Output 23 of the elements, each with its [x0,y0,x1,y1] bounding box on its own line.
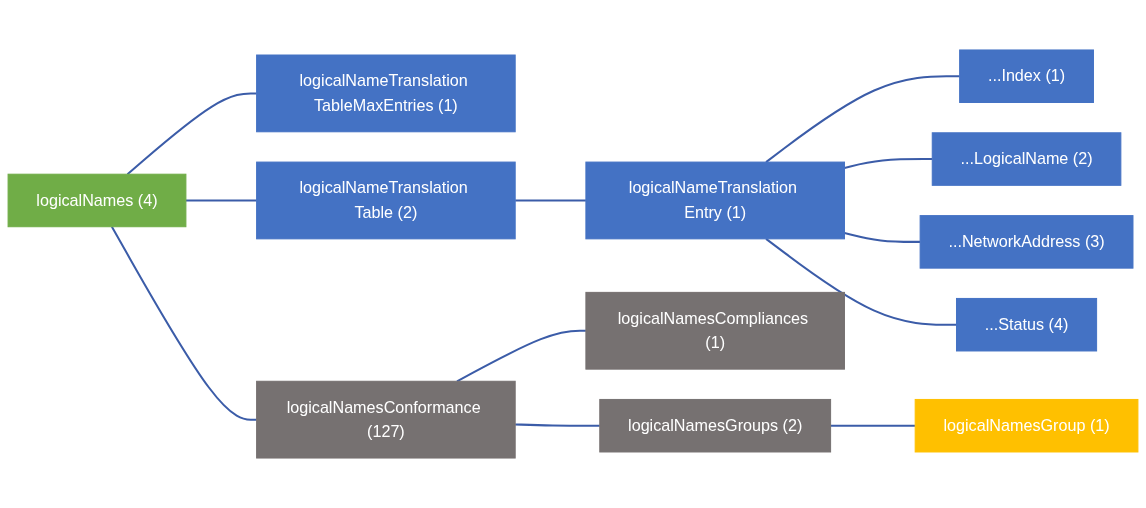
node-box: logicalNamesGroup (1) [914,398,1139,453]
node-box: logicalNameTranslation Table (2) [256,161,516,240]
connector [844,158,933,169]
node-box: ...Index (1) [959,49,1094,103]
connector [765,75,960,163]
connector [515,199,586,202]
node-box: ...NetworkAddress (3) [919,215,1134,269]
connector [111,226,257,421]
connector [830,424,916,427]
connector [844,232,921,243]
node-box: ...LogicalName (2) [931,132,1122,186]
connector [515,423,600,427]
node-box: logicalNamesConformance (127) [256,380,516,459]
node-box: logicalNamesCompliances (1) [585,291,845,370]
node-box: logicalNameTranslation TableMaxEntries (1) [256,54,516,133]
connector [126,92,257,175]
connector [185,199,257,202]
connector [765,238,957,326]
node-box: logicalNamesGroups (2) [599,398,832,453]
connector [456,329,586,383]
node-box: logicalNames (4) [7,173,187,228]
node-box: ...Status (4) [956,297,1098,352]
node-box: logicalNameTranslation Entry (1) [585,161,845,240]
